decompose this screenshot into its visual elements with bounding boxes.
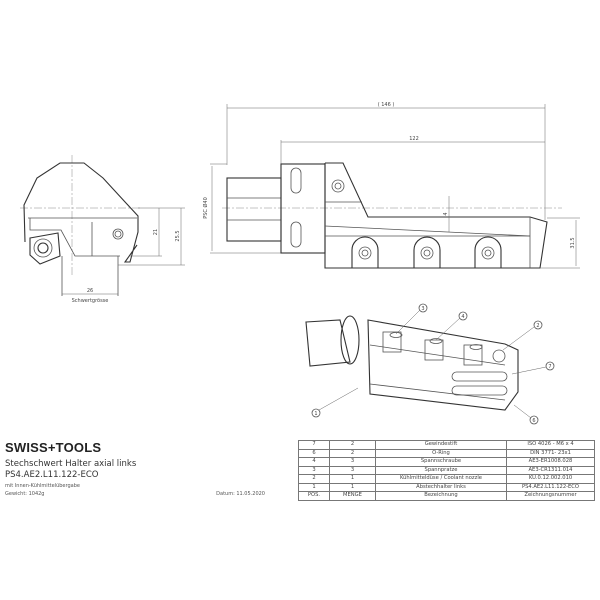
- qty: 2: [329, 448, 376, 458]
- drawing-number: AE3-ER1008.028: [506, 457, 595, 467]
- brand-logo: SWISS+TOOLS: [5, 440, 102, 455]
- callout-balloons: 3 4 2 7 1 6: [311, 303, 555, 425]
- part-number: PS4.AE2.L11.122-ECO: [5, 470, 99, 480]
- drawing-number: KU.0.12.002.010: [506, 474, 595, 484]
- clamp-screws: [351, 236, 502, 268]
- drawing-note: mit Innen-Kühlmittelübergabe: [5, 483, 80, 489]
- dim-height-right: 31.5: [570, 237, 576, 248]
- qty: 3: [329, 457, 376, 467]
- pos: 2: [298, 474, 330, 484]
- header-description: Bezeichnung: [375, 491, 507, 501]
- dim-26: 26: [87, 288, 93, 294]
- description: Kühlmitteldüse / Coolant nozzle: [375, 474, 507, 484]
- blade-size-label: Schwertgrösse: [72, 298, 109, 304]
- end-view: 26 Schwertgrösse 21 25.5: [20, 155, 185, 304]
- pos: 3: [298, 465, 330, 475]
- drawing-number: AE3-CR1311.014: [506, 465, 595, 475]
- dim-offset: 4: [443, 212, 449, 215]
- dim-21: 21: [153, 229, 159, 235]
- dim-overall-length: ( 146 ): [378, 102, 395, 108]
- description: Gewindestift: [375, 440, 507, 450]
- pos: 1: [298, 482, 330, 492]
- dim-25-5: 25.5: [175, 230, 181, 241]
- date: Datum: 11.05.2020: [216, 491, 265, 497]
- pos: 7: [298, 440, 330, 450]
- balloon-6: 6: [532, 418, 535, 424]
- description: Spannpratze: [375, 465, 507, 475]
- balloon-7: 7: [548, 364, 551, 370]
- drawing-number: PS4.AE2.L11.122-ECO: [506, 482, 595, 492]
- header-pos: POS.: [298, 491, 330, 501]
- dim-shank: PSC Ø40: [202, 197, 209, 219]
- description: Spannschraube: [375, 457, 507, 467]
- dim-body-length: 122: [409, 136, 419, 142]
- balloon-2: 2: [536, 323, 539, 329]
- title-block: SWISS+TOOLS Stechschwert Halter axial li…: [5, 440, 295, 497]
- pos: 6: [298, 448, 330, 458]
- qty: 1: [329, 474, 376, 484]
- balloon-4: 4: [461, 314, 464, 320]
- balloon-1: 1: [314, 411, 317, 417]
- side-view: ( 146 ) 122 PSC Ø40 4 31.5: [202, 102, 580, 269]
- drawing-number: ISO 4026 - M6 x 4: [506, 440, 595, 450]
- isometric-view: 3 4 2 7 1 6: [305, 303, 555, 425]
- drawing-number: DIN 3771- 23x1: [506, 448, 595, 458]
- drawing-title: Stechschwert Halter axial links: [5, 459, 137, 469]
- qty: 3: [329, 465, 376, 475]
- qty: 2: [329, 440, 376, 450]
- description: O-Ring: [375, 448, 507, 458]
- pos: 4: [298, 457, 330, 467]
- header-drawing-number: Zeichnungsnummer: [506, 491, 595, 501]
- balloon-3: 3: [421, 306, 424, 312]
- description: Abstechhalter links: [375, 482, 507, 492]
- qty: 1: [329, 482, 376, 492]
- weight: Gewicht: 1042g: [5, 491, 45, 497]
- header-qty: MENGE: [329, 491, 376, 501]
